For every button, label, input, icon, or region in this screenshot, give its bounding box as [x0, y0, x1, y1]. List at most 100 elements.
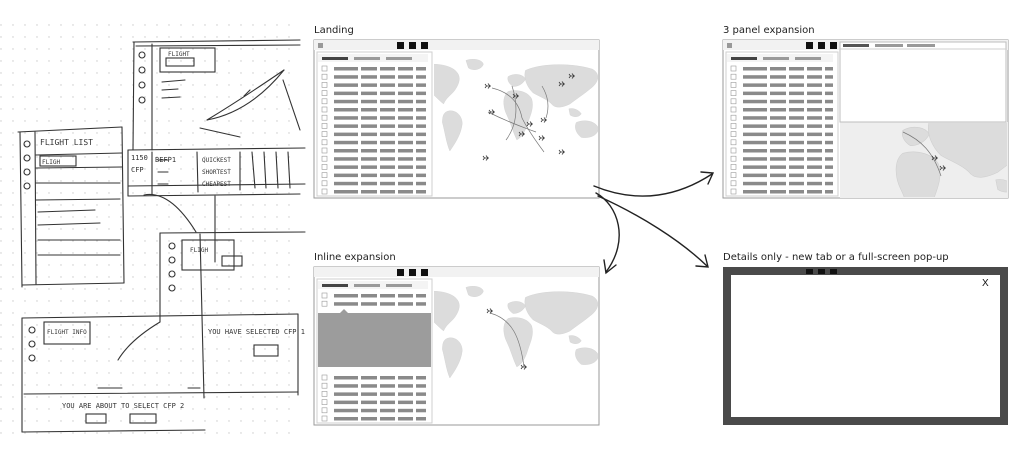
cell-bar [361, 157, 377, 161]
cell-bar [398, 157, 413, 161]
flight-list-pane [316, 278, 433, 424]
checkbox [730, 172, 737, 178]
north-america-landmass [434, 64, 460, 105]
cell-bar [825, 83, 833, 87]
cell-bar [361, 376, 377, 380]
table-row [730, 188, 833, 195]
window-control [397, 269, 404, 276]
table-row [321, 147, 426, 154]
cell-bar [334, 149, 358, 153]
cell-bar [361, 83, 377, 87]
table-row [730, 131, 833, 137]
checkbox [321, 147, 328, 154]
cell-bar [361, 116, 377, 120]
cell-bar [807, 99, 822, 104]
cell-bar [361, 91, 377, 96]
plane-icon [568, 73, 575, 79]
australia-landmass [575, 347, 598, 365]
tab-active [322, 284, 348, 287]
table-row [730, 155, 833, 162]
cell-bar [789, 108, 804, 112]
cell-bar [398, 140, 413, 145]
cell-bar [334, 91, 358, 96]
cell-bar [789, 91, 804, 96]
cell-bar [416, 165, 426, 169]
cell-bar [398, 124, 413, 128]
flight-route [902, 131, 942, 177]
table-row [321, 123, 426, 129]
plane-icon [482, 155, 489, 161]
cell-bar [334, 408, 358, 413]
cell-bar [825, 157, 833, 161]
cell-bar [743, 67, 767, 71]
cell-bar [334, 140, 358, 145]
cell-bar [334, 124, 358, 128]
cell-bar [807, 91, 822, 96]
three-panel-label: 3 panel expansion [723, 25, 815, 36]
cell-bar [380, 165, 395, 169]
checkbox [730, 164, 737, 170]
flight-route [521, 117, 545, 153]
cell-bar [789, 124, 804, 128]
cell-bar [825, 67, 833, 71]
cell-bar [334, 116, 358, 120]
cell-bar [770, 165, 786, 169]
table-row [321, 292, 426, 299]
cell-bar [770, 91, 786, 96]
sketch-flight-table [127, 147, 306, 263]
table-row [321, 164, 426, 170]
cell-bar [380, 294, 395, 298]
checkbox [730, 90, 737, 96]
table-row [321, 172, 426, 178]
cell-bar [334, 392, 358, 396]
cell-bar [770, 140, 786, 145]
table-row [730, 73, 833, 80]
north-america-landmass [434, 291, 460, 332]
table-row [321, 98, 426, 105]
africa-landmass [895, 151, 941, 197]
cell-bar [770, 67, 786, 71]
cell-bar [398, 108, 413, 112]
south-america-landmass [442, 337, 463, 379]
cell-bar [361, 140, 377, 145]
cell-bar [743, 108, 767, 112]
checkbox [321, 114, 328, 121]
cell-bar [334, 417, 358, 421]
cell-bar [334, 400, 358, 405]
landing-wireframe [313, 39, 600, 199]
table-row [321, 188, 426, 195]
cell-bar [825, 116, 833, 120]
cell-bar [416, 108, 426, 112]
greenland-landmass [465, 59, 484, 70]
cell-bar [380, 400, 395, 405]
cell-bar [743, 190, 767, 194]
window-control [830, 269, 837, 274]
checkbox [321, 374, 328, 381]
cell-bar [361, 181, 377, 186]
cell-bar [380, 384, 395, 388]
window-control [806, 42, 813, 49]
cell-bar [789, 83, 804, 87]
table-row [321, 131, 426, 137]
table-row [730, 123, 833, 129]
cell-bar [380, 83, 395, 87]
checkbox [321, 188, 328, 195]
cell-bar [380, 124, 395, 128]
window-control [397, 42, 404, 49]
landing-label: Landing [314, 25, 354, 36]
window-control [421, 269, 428, 276]
plane-icon [526, 121, 533, 127]
checkbox [730, 114, 737, 121]
tab [763, 57, 789, 60]
checkbox [730, 65, 737, 72]
sketch-text: FLIGH [42, 159, 60, 166]
cell-bar [380, 302, 395, 306]
flight-route [489, 312, 525, 368]
cell-bar [416, 124, 426, 128]
cell-bar [398, 400, 413, 405]
southeast-asia-landmass [568, 108, 582, 117]
cell-bar [398, 99, 413, 104]
checkbox [730, 180, 737, 187]
cell-bar [807, 140, 822, 145]
cell-bar [334, 67, 358, 71]
